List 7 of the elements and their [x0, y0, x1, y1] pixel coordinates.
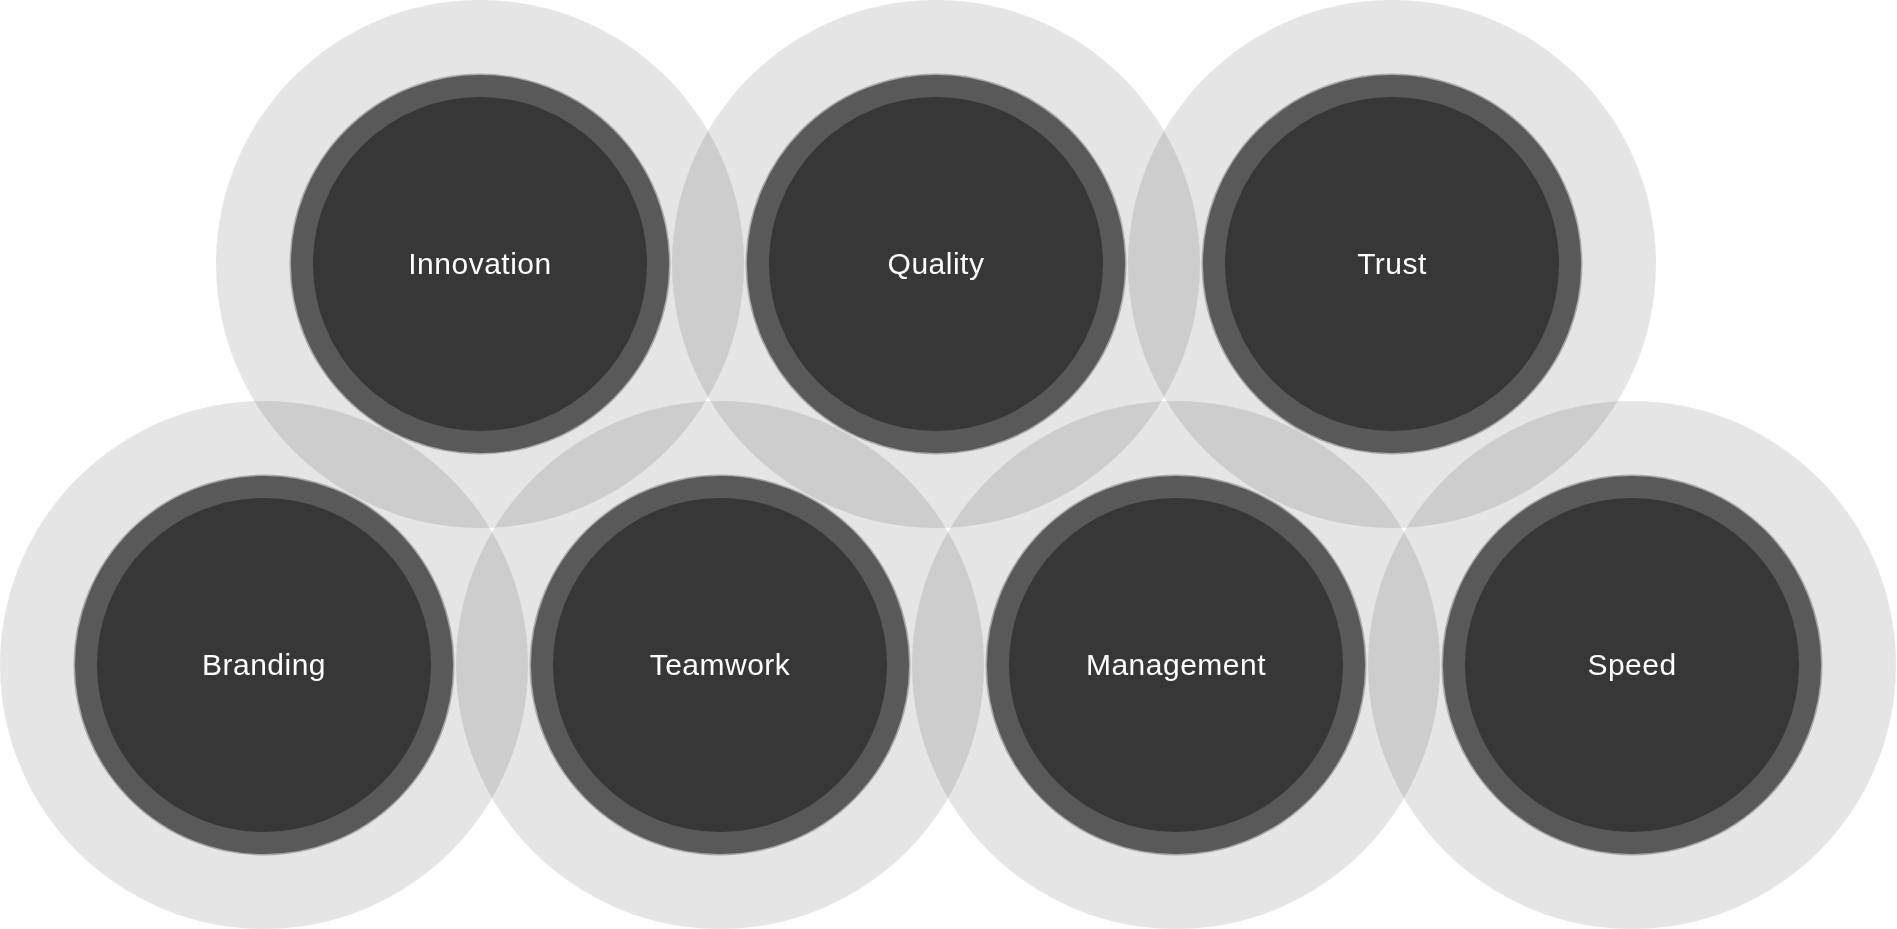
node-label: Innovation	[408, 247, 552, 281]
node-label: Teamwork	[649, 648, 791, 682]
node-label: Quality	[887, 247, 985, 281]
node-label: Management	[1085, 648, 1267, 682]
node-label: Trust	[1357, 247, 1427, 281]
node-label: Speed	[1587, 648, 1677, 682]
node-label: Branding	[201, 648, 327, 682]
